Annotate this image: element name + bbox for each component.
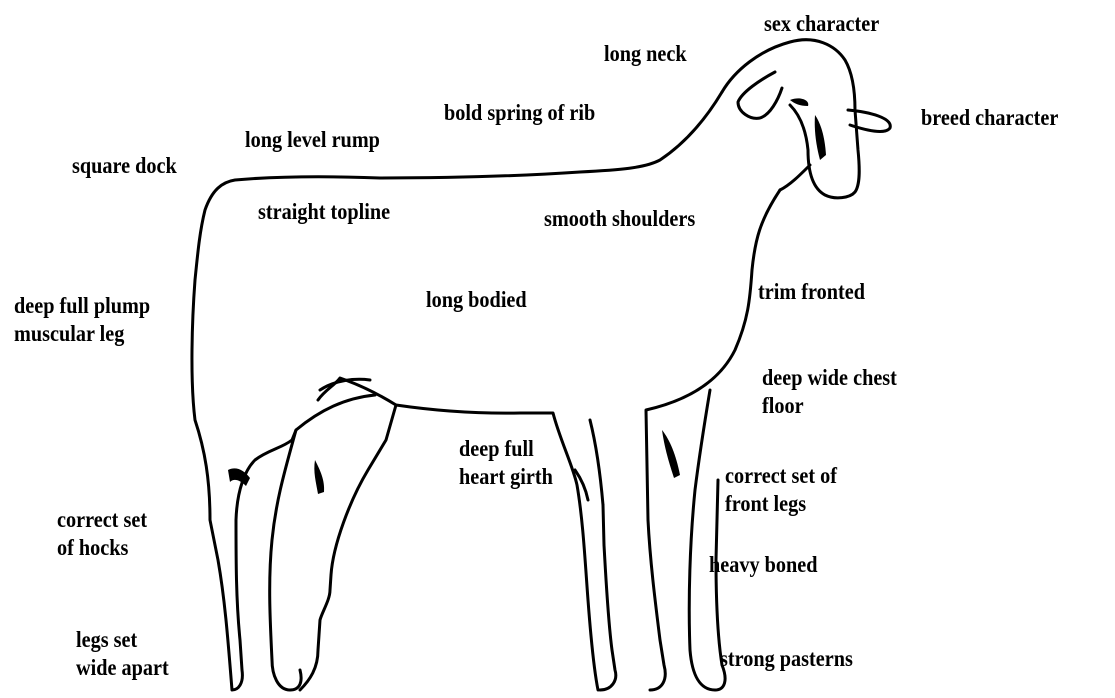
sheep-body-outline — [192, 92, 780, 690]
label-sex-character: sex character — [764, 10, 879, 38]
eye-mark — [790, 98, 808, 106]
face-mark — [815, 115, 826, 160]
label-trim-fronted: trim fronted — [758, 278, 865, 306]
rear-leg-outline — [270, 430, 301, 690]
label-deep-full-heart-girth: deep full heart girth — [459, 435, 553, 491]
label-legs-set-wide-apart: legs set wide apart — [76, 626, 169, 682]
head-outline — [722, 40, 890, 198]
label-deep-wide-chest-floor: deep wide chest floor — [762, 364, 897, 420]
label-correct-set-of-hocks: correct set of hocks — [57, 506, 147, 562]
label-deep-full-plump-muscular-leg: deep full plump muscular leg — [14, 292, 150, 348]
label-square-dock: square dock — [72, 152, 177, 180]
label-long-neck: long neck — [604, 40, 687, 68]
label-breed-character: breed character — [921, 104, 1058, 132]
label-long-level-rump: long level rump — [245, 126, 380, 154]
label-correct-set-of-front-legs: correct set of front legs — [725, 462, 837, 518]
front-leg-mark — [662, 430, 680, 478]
label-straight-topline: straight topline — [258, 198, 390, 226]
label-strong-pasterns: strong pasterns — [720, 645, 853, 673]
label-long-bodied: long bodied — [426, 286, 527, 314]
label-bold-spring-of-rib: bold spring of rib — [444, 99, 595, 127]
label-heavy-boned: heavy boned — [709, 551, 818, 579]
belly-line — [318, 378, 396, 405]
leg-mark — [314, 460, 324, 494]
label-smooth-shoulders: smooth shoulders — [544, 205, 695, 233]
